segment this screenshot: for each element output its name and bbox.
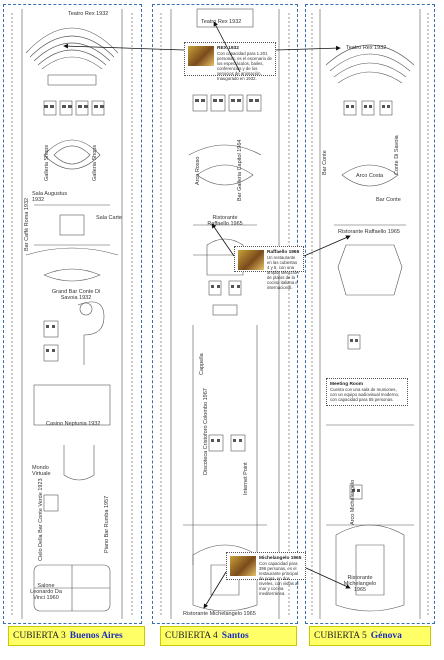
- label-arco-michelangelo: Arco Michelangelo: [350, 479, 356, 525]
- teatro-rex-photo: [188, 46, 214, 66]
- popup-teatro-rex[interactable]: REX 1932 Con capacidad para 1.201 person…: [184, 42, 276, 81]
- label-piano-bar-rumba: Piano Bar Rumba 1957: [104, 495, 110, 553]
- deck-5-city: Génova: [370, 631, 402, 641]
- label-teatro-rex: Teatro Rex 1932: [346, 45, 387, 51]
- label-internet-point: Internet Point: [243, 462, 249, 495]
- popup-meeting-title: Meeting Room: [330, 382, 364, 387]
- popup-michelangelo-title: Michelangelo 1965: [259, 556, 302, 561]
- popup-meeting-room[interactable]: Meeting Room Cuenta con una sala de reun…: [326, 378, 408, 406]
- label-grand-bar: Grand Bar Conte Di Savoia 1932: [51, 289, 101, 301]
- deck-3-label: CUBIERTA 3: [13, 631, 66, 641]
- raffaello-photo: [238, 250, 264, 270]
- michelangelo-photo: [230, 556, 256, 576]
- deck-5-drawing: [311, 9, 429, 619]
- deck-3-plan: Teatro Rex 1932 Galleria Shops Galleria …: [3, 4, 142, 624]
- label-conte-verde: Cielo Della Bar Conte Verde 1923: [38, 478, 44, 561]
- label-ristorante-michelangelo: Ristorante Michelangelo 1965: [183, 611, 256, 617]
- deck-3-drawing: [11, 9, 133, 619]
- label-galleria-shops-left: Galleria Shops: [44, 144, 50, 181]
- popup-raffaello-title: Raffaello 1965: [267, 250, 300, 255]
- label-bar-galleria-capitol: Bar Galleria Capitol 1964: [237, 139, 243, 201]
- deck-5-label: CUBIERTA 5: [314, 631, 367, 641]
- label-teatro-rex: Teatro Rex 1932: [68, 11, 109, 17]
- popup-raffaello[interactable]: Raffaello 1965 Un restaurante en las cub…: [234, 246, 304, 290]
- label-sala-carte: Sala Carte: [96, 215, 122, 221]
- label-sala-augustus: Sala Augustus 1932: [32, 191, 68, 203]
- label-arco-costa: Arco Costa: [356, 173, 384, 179]
- label-mondo-virtuale: Mondo Virtuale: [32, 465, 51, 477]
- popup-meeting-body: Cuenta con una sala de reuniones, con un…: [330, 387, 400, 402]
- deck-5-plan: Teatro Rex 1932 Bar Conte Arco Costa Con…: [305, 4, 435, 624]
- deck-4-city: Santos: [221, 631, 249, 641]
- label-conte-di-savoia: Conte Di Savoia: [394, 135, 400, 175]
- label-cappella: Cappella: [199, 353, 205, 375]
- popup-michelangelo-body: Con capacidad para 396 personas, es el r…: [259, 561, 299, 596]
- label-ristorante-raffaello: Ristorante Raffaello 1965: [207, 215, 243, 227]
- popup-michelangelo[interactable]: Michelangelo 1965 Con capacidad para 396…: [226, 552, 306, 596]
- popup-rex-body: Con capacidad para 1.201 personas, es el…: [217, 51, 272, 81]
- deck-4-label: CUBIERTA 4: [165, 631, 218, 641]
- label-bar-conte-left: Bar Conte: [322, 150, 328, 175]
- label-discoteca: Discoteca Cristoforo Colombo 1967: [203, 388, 209, 475]
- label-bar-conte-right: Bar Conte: [376, 197, 401, 203]
- label-casino-neptunia: Casino Neptunia 1932: [46, 421, 101, 427]
- deck-3-city: Buenos Aires: [69, 631, 123, 641]
- label-salone-leonardo: Salone Leonardo Da Vinci 1960: [30, 583, 62, 601]
- label-teatro-rex: Teatro Rex 1932: [201, 19, 242, 25]
- deck-4-plan: Teatro Rex 1932 Arco Rosso Bar Galleria …: [152, 4, 298, 624]
- deck-4-drawing: [160, 8, 290, 619]
- label-bar-caffe-roma: Bar Caffè Roma 1932: [24, 197, 30, 251]
- popup-raffaello-body: Un restaurante en las cubiertas 4 y 5, c…: [267, 255, 299, 290]
- label-ristorante-raffaello: Ristorante Raffaello 1965: [338, 229, 400, 235]
- label-arco-rosso: Arco Rosso: [195, 156, 201, 185]
- label-ristorante-michelangelo: Ristorante Michelangelo 1965: [343, 575, 377, 593]
- label-galleria-shops-right: Galleria Shops: [92, 144, 98, 181]
